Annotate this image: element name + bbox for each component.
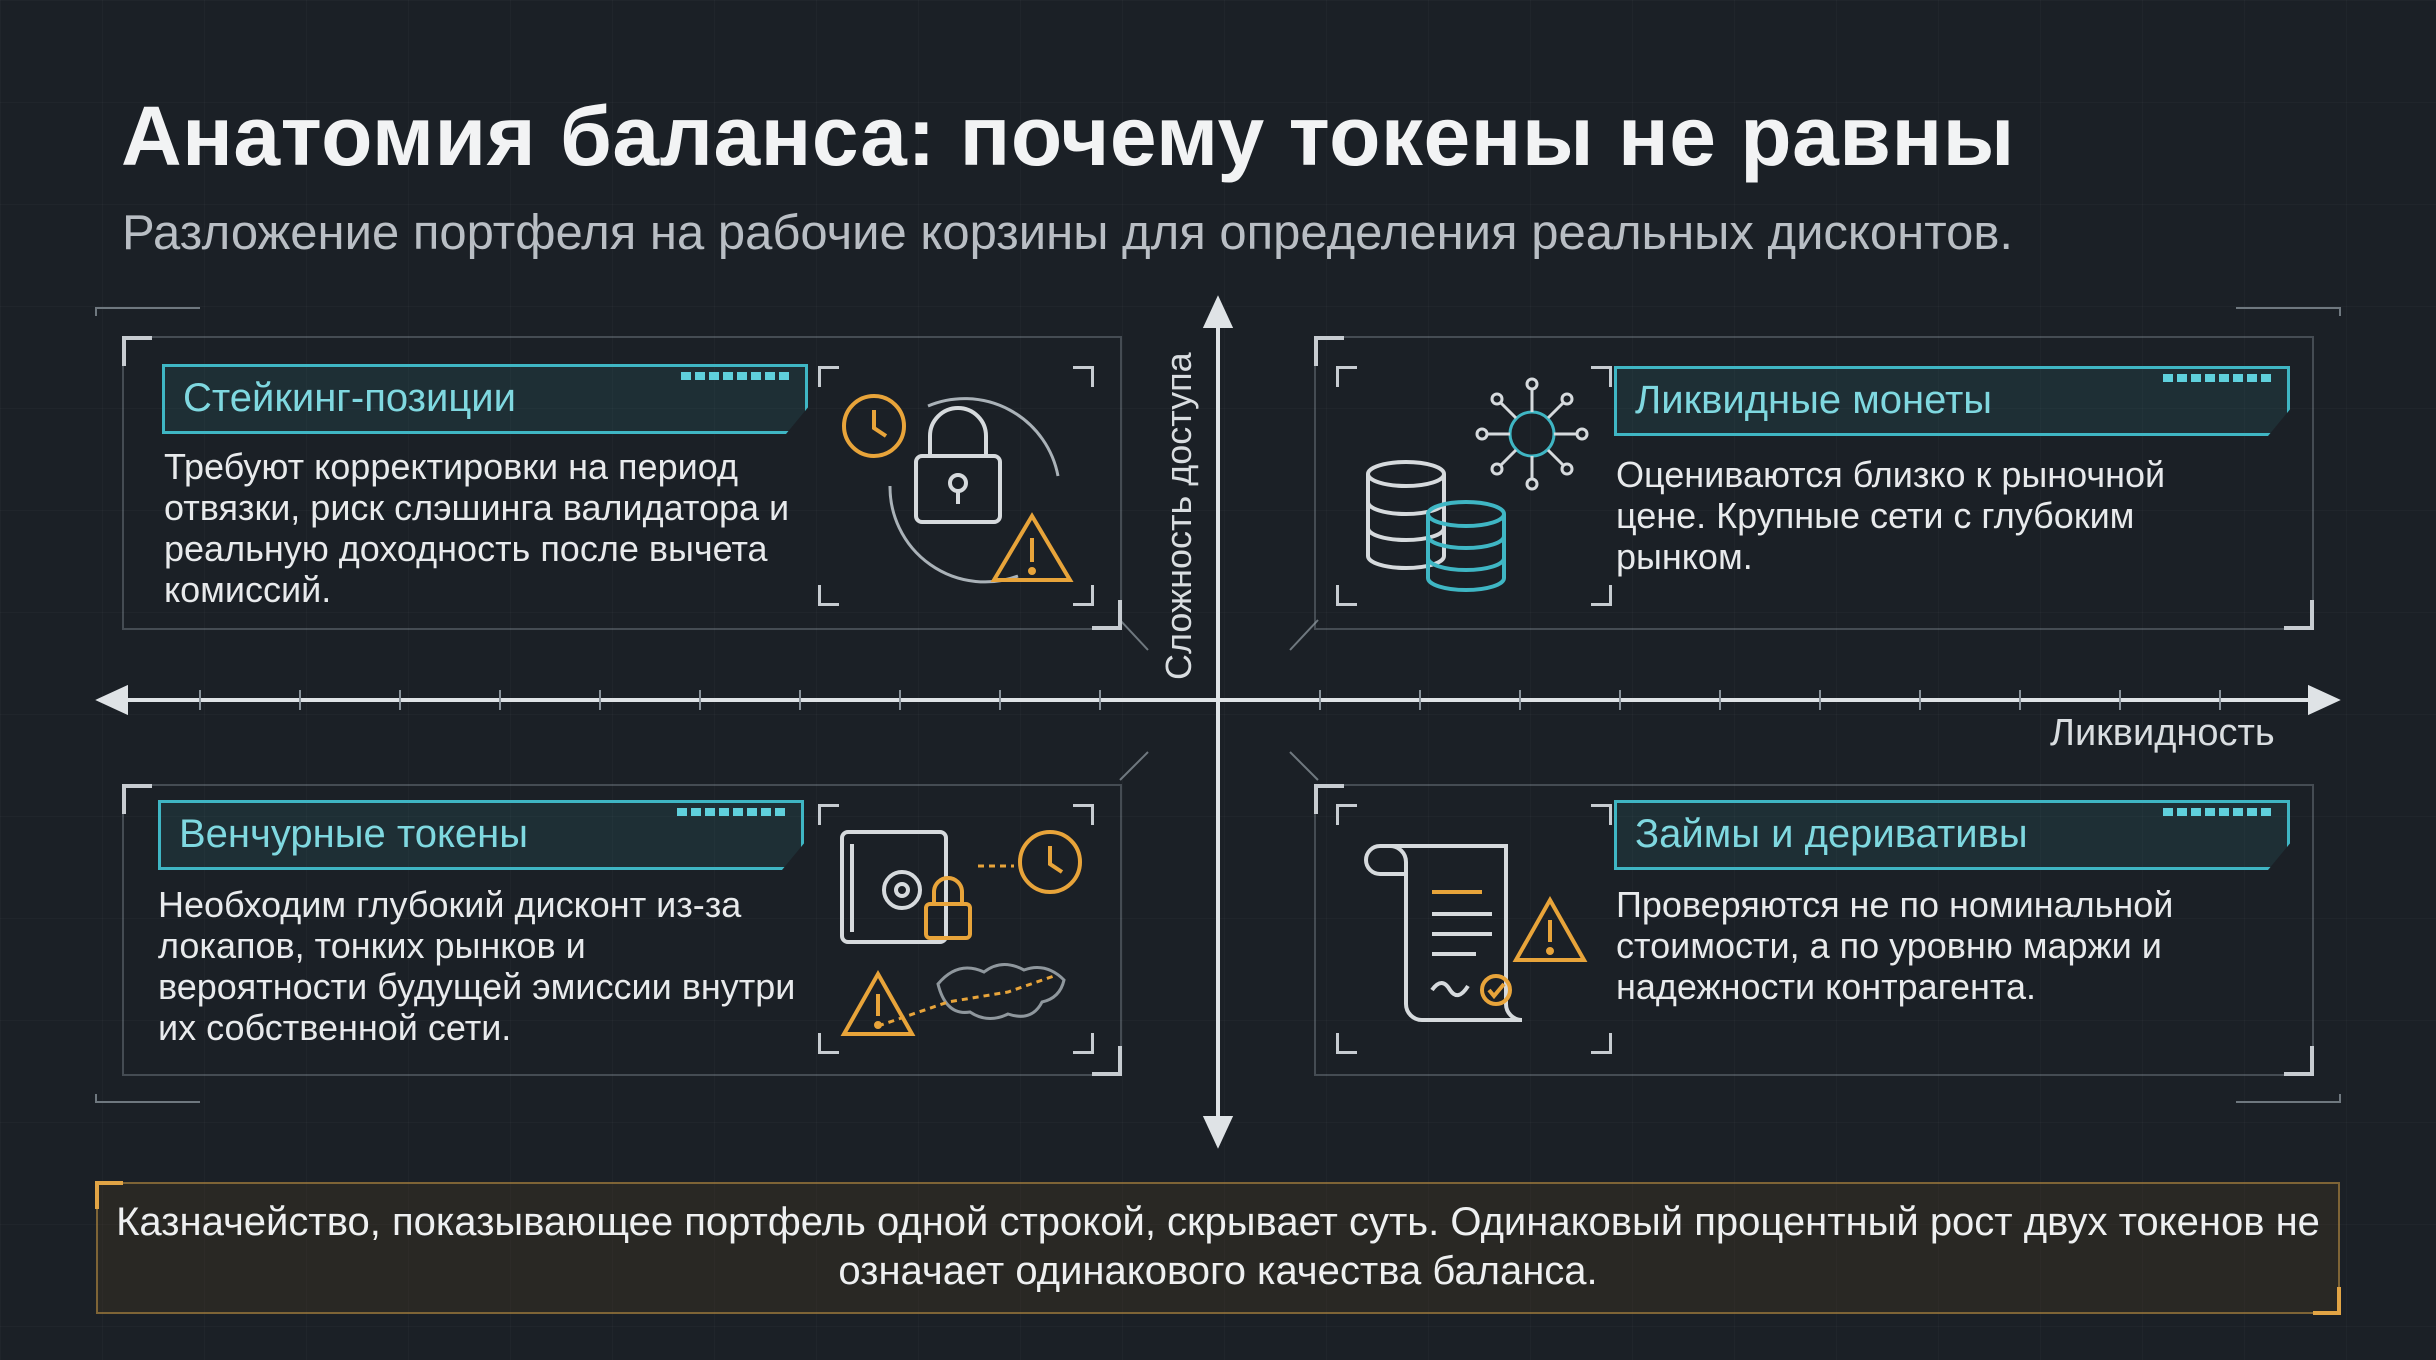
warning-icon (840, 969, 916, 1036)
database-stack-icon (1366, 460, 1446, 570)
liquid-illustration (1336, 366, 1612, 606)
badge-decoration (2163, 374, 2273, 382)
loans-illustration (1336, 804, 1612, 1054)
warning-icon (1512, 895, 1588, 962)
x-axis-label: Ликвидность (2050, 712, 2275, 754)
x-axis-arrow-left (95, 684, 128, 716)
y-axis-arrow-up (1202, 295, 1234, 328)
clock-icon (842, 394, 906, 458)
staking-description: Требуют корректировки на период отвязки,… (164, 446, 790, 610)
badge-decoration (681, 372, 791, 380)
liquid-title-badge: Ликвидные монеты (1614, 366, 2290, 436)
clock-icon (1018, 830, 1082, 894)
venture-title-badge: Венчурные токены (158, 800, 804, 870)
loans-title: Займы и деривативы (1635, 812, 2028, 856)
venture-illustration (818, 804, 1094, 1054)
venture-title: Венчурные токены (179, 812, 529, 856)
y-axis-label: Сложность доступа (1158, 352, 1199, 680)
vault-icon (840, 830, 948, 944)
quadrant-staking: Стейкинг-позиции Требуют корректировки н… (122, 336, 1122, 630)
quadrant-venture-tokens: Венчурные токены Необходим глубокий диск… (122, 784, 1122, 1076)
check-seal-icon (1480, 974, 1512, 1006)
padlock-icon (914, 406, 1002, 524)
venture-description: Необходим глубокий дисконт из-за локапов… (158, 884, 796, 1048)
staking-title-badge: Стейкинг-позиции (162, 364, 808, 434)
staking-title: Стейкинг-позиции (183, 376, 516, 420)
badge-decoration (677, 808, 787, 816)
x-axis-arrow-right (2308, 684, 2341, 716)
loans-description: Проверяются не по номинальной стоимости,… (1616, 884, 2174, 1007)
badge-decoration (2163, 808, 2273, 816)
staking-illustration (818, 366, 1094, 606)
page-subtitle: Разложение портфеля на рабочие корзины д… (122, 206, 2014, 260)
network-node-icon (1475, 377, 1589, 491)
quadrant-liquid-coins: Ликвидные монеты Оцениваются близко к ры… (1314, 336, 2314, 630)
quadrant-loans-derivatives: Займы и деривативы Проверяются не по ном… (1314, 784, 2314, 1076)
liquid-title: Ликвидные монеты (1635, 378, 1993, 422)
y-axis-arrow-down (1202, 1116, 1234, 1149)
lock-icon (924, 876, 972, 940)
frame-brackets (95, 307, 2341, 1103)
world-map-icon (936, 963, 1066, 1020)
footer-text: Казначейство, показывающее портфель одно… (116, 1200, 2320, 1293)
x-axis-ticks (199, 690, 2221, 710)
contract-scroll-icon (1364, 844, 1523, 1022)
loans-title-badge: Займы и деривативы (1614, 800, 2290, 870)
warning-icon (990, 512, 1074, 582)
liquid-description: Оцениваются близко к рыночной цене. Круп… (1616, 454, 2166, 577)
footer-callout: Казначейство, показывающее портфель одно… (95, 1181, 2341, 1315)
page-title: Анатомия баланса: почему токены не равны (121, 89, 2015, 183)
